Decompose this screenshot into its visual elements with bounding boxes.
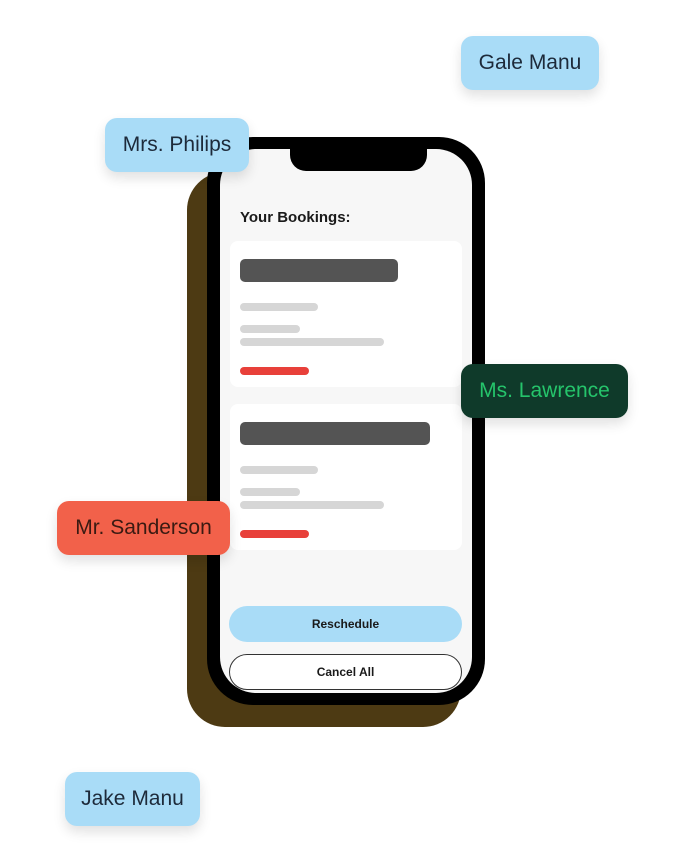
- name-tag-jake-manu: Jake Manu: [65, 772, 200, 826]
- booking-status-bar: [240, 367, 309, 375]
- booking-card[interactable]: [230, 241, 462, 387]
- name-tag-mrs-philips: Mrs. Philips: [105, 118, 249, 172]
- name-tag-mr-sanderson: Mr. Sanderson: [57, 501, 230, 555]
- booking-title-placeholder: [240, 259, 398, 282]
- booking-card[interactable]: [230, 404, 462, 550]
- booking-detail-placeholder: [240, 303, 318, 311]
- booking-detail-placeholder: [240, 501, 384, 509]
- booking-status-bar: [240, 530, 309, 538]
- cancel-all-button[interactable]: Cancel All: [229, 654, 462, 690]
- bookings-title: Your Bookings:: [240, 209, 351, 226]
- phone-notch: [290, 149, 427, 171]
- phone-frame: Your Bookings: Reschedule Cancel All: [207, 137, 485, 705]
- booking-detail-placeholder: [240, 466, 318, 474]
- booking-detail-placeholder: [240, 338, 384, 346]
- booking-detail-placeholder: [240, 325, 300, 333]
- phone-screen: Your Bookings: Reschedule Cancel All: [220, 149, 472, 693]
- name-tag-ms-lawrence: Ms. Lawrence: [461, 364, 628, 418]
- booking-detail-placeholder: [240, 488, 300, 496]
- name-tag-gale-manu: Gale Manu: [461, 36, 599, 90]
- reschedule-button[interactable]: Reschedule: [229, 606, 462, 642]
- booking-title-placeholder: [240, 422, 430, 445]
